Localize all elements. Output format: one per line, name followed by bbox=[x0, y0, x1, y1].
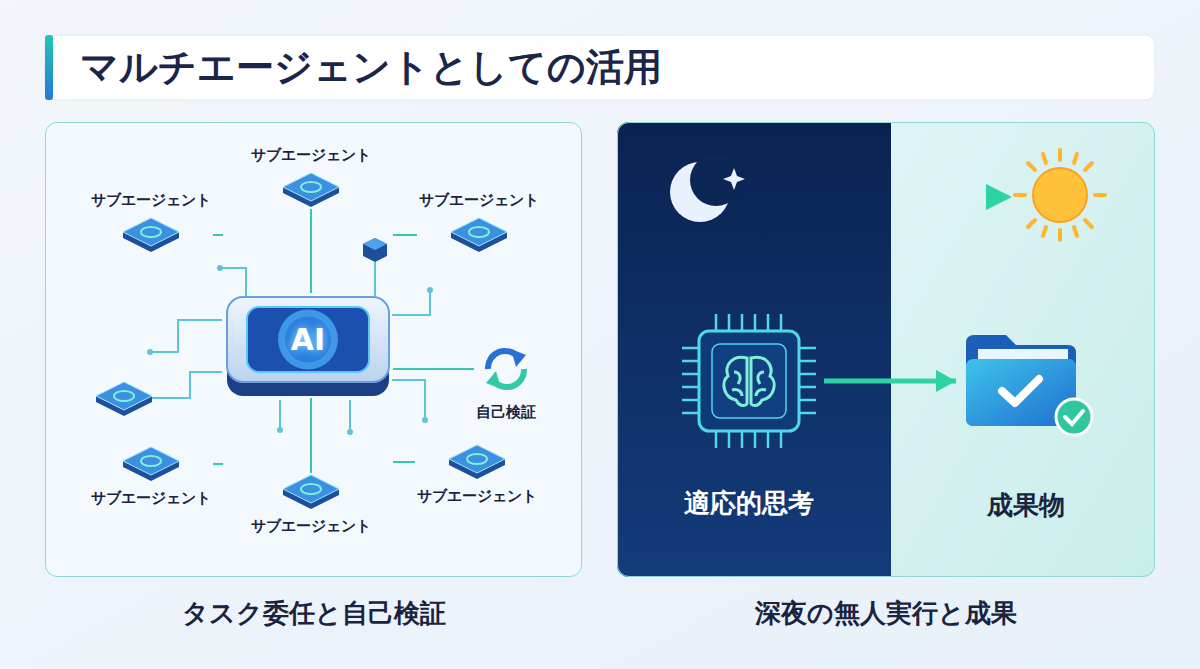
wire-connector bbox=[393, 234, 417, 236]
subagent-node: サブエージェント bbox=[415, 443, 539, 506]
subagent-tile-graphic bbox=[279, 171, 343, 209]
subagent-node: サブエージェント bbox=[89, 191, 213, 254]
subagent-tile bbox=[119, 445, 183, 483]
refresh-icon-graphic bbox=[478, 341, 534, 397]
node-label: サブエージェント bbox=[417, 191, 541, 210]
right-panel: 深夜の無人実行と成果適応的思考成果物 bbox=[617, 122, 1155, 577]
ai-label: AI bbox=[291, 322, 325, 357]
panel-caption: 深夜の無人実行と成果 bbox=[618, 596, 1154, 631]
subagent-tile-graphic bbox=[445, 443, 509, 481]
subagent-tile bbox=[279, 473, 343, 511]
wire-connector bbox=[213, 463, 223, 465]
brain-chip-icon-graphic bbox=[674, 306, 824, 456]
wire-connector bbox=[310, 209, 312, 293]
node-label: サブエージェント bbox=[89, 489, 213, 508]
brain-chip-icon bbox=[674, 306, 824, 456]
folder-icon bbox=[956, 323, 1096, 438]
flow-arrow bbox=[824, 379, 956, 384]
wire-connector bbox=[393, 368, 474, 370]
node-label: 適応的思考 bbox=[682, 486, 816, 521]
refresh-icon bbox=[478, 341, 534, 397]
self-check-node: 自己検証 bbox=[474, 341, 538, 422]
subagent-node: サブエージェント bbox=[417, 191, 541, 254]
subagent-tile-graphic bbox=[279, 473, 343, 511]
subagent-tile bbox=[445, 443, 509, 481]
subagent-node: サブエージェント bbox=[249, 146, 373, 209]
subagent-node: サブエージェント bbox=[89, 445, 213, 508]
subagent-tile-graphic bbox=[447, 216, 511, 254]
node-label: サブエージェント bbox=[249, 146, 373, 165]
wire-connector bbox=[213, 234, 223, 236]
node-label: サブエージェント bbox=[415, 487, 539, 506]
thinking-node: 適応的思考 bbox=[674, 306, 824, 521]
node-label: サブエージェント bbox=[89, 191, 213, 210]
subagent-tile-graphic bbox=[119, 445, 183, 483]
subagent-tile bbox=[447, 216, 511, 254]
node-label: サブエージェント bbox=[249, 517, 373, 536]
subagent-tile-graphic bbox=[119, 216, 183, 254]
subagent-tile bbox=[119, 216, 183, 254]
folder-icon-graphic bbox=[956, 323, 1096, 438]
ai-chip: AI bbox=[223, 293, 393, 398]
node-label: 成果物 bbox=[985, 488, 1067, 523]
wire-connector bbox=[310, 398, 312, 473]
wire-connector bbox=[393, 461, 415, 463]
node-label: 自己検証 bbox=[474, 403, 538, 422]
output-node: 成果物 bbox=[956, 323, 1096, 523]
subagent-tile bbox=[279, 171, 343, 209]
page-title: マルチエージェントとしての活用 bbox=[80, 40, 662, 95]
panel-caption: タスク委任と自己検証 bbox=[46, 596, 581, 631]
subagent-node: サブエージェント bbox=[249, 473, 373, 536]
left-panel: タスク委任と自己検証AIサブエージェントサブエージェントサブエージェント自己検証… bbox=[45, 122, 582, 577]
